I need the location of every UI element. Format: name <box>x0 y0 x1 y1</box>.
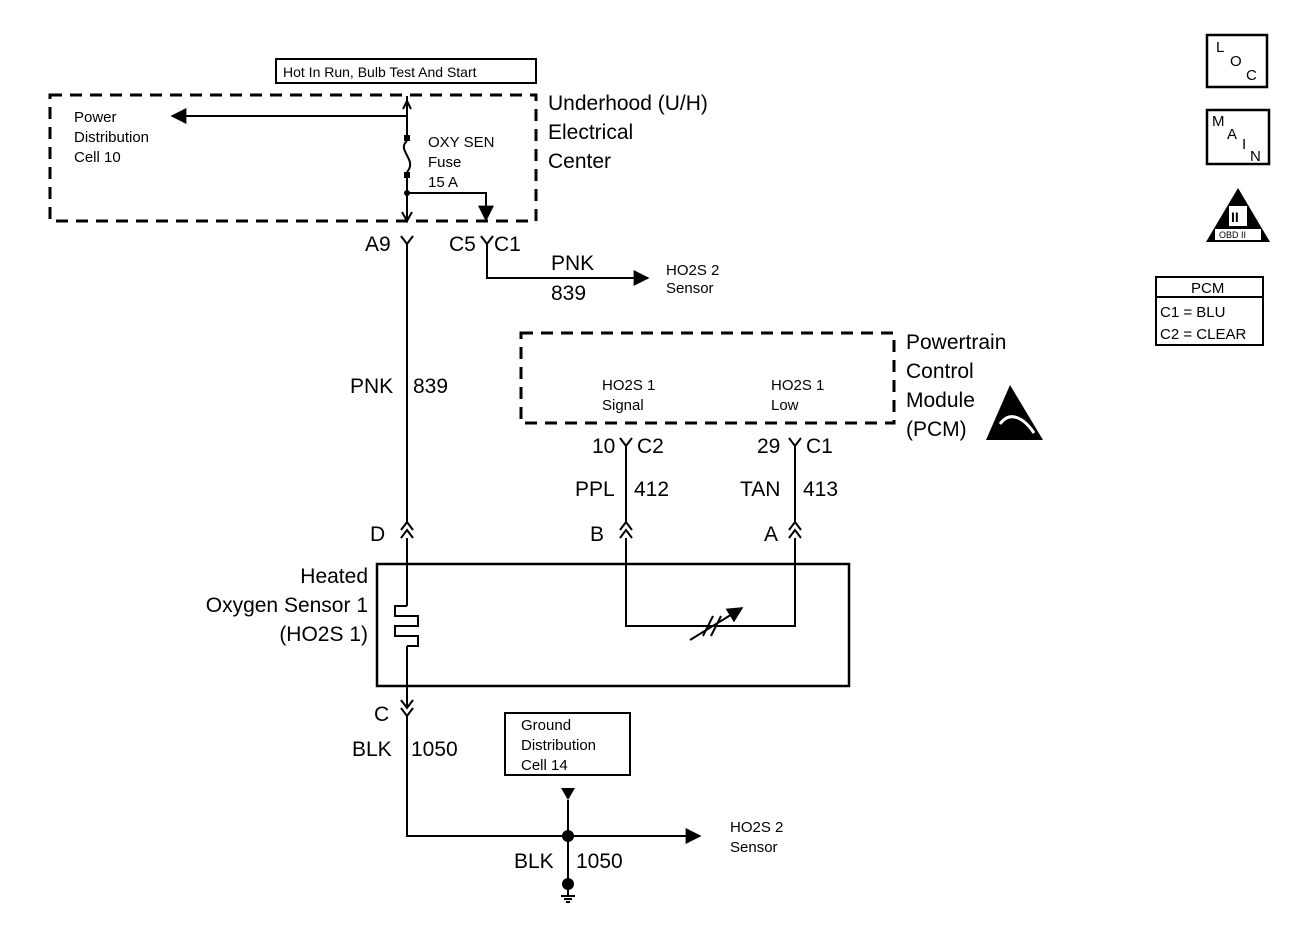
svg-text:II: II <box>1231 209 1239 225</box>
hot-in-run-label: Hot In Run, Bulb Test And Start <box>275 58 537 84</box>
low-wire-tan-413: TAN 413 <box>740 446 838 522</box>
ground-dest-line1: HO2S 2 <box>730 819 783 836</box>
ho2s2-dest-line2: Sensor <box>666 280 714 297</box>
loc-icon: L O C <box>1205 33 1269 89</box>
pcm-signal-line1: HO2S 1 <box>602 377 655 394</box>
svg-text:C: C <box>1246 67 1257 84</box>
heated-oxygen-sensor-1: Heated Oxygen Sensor 1 (HO2S 1) <box>206 538 851 706</box>
svg-text:C1: C1 <box>494 233 521 256</box>
svg-text:29: 29 <box>757 435 780 458</box>
uh-title-line3: Center <box>548 150 611 173</box>
pcm-title-line3: Module <box>906 389 975 412</box>
pdc-label-line3: Cell 10 <box>74 149 121 166</box>
svg-text:N: N <box>1250 148 1261 165</box>
signal-wire-ppl-412: PPL 412 <box>575 446 669 522</box>
svg-text:C1 = BLU: C1 = BLU <box>1160 304 1225 321</box>
svg-text:PNK: PNK <box>551 252 594 275</box>
svg-text:1050: 1050 <box>411 738 458 761</box>
svg-text:839: 839 <box>413 375 448 398</box>
svg-text:C5: C5 <box>449 233 476 256</box>
obd-ii-icon: II OBD II <box>1206 188 1270 242</box>
pdc-label-line2: Distribution <box>74 129 149 146</box>
connector-c5-c1: C5 C1 <box>449 233 521 256</box>
svg-text:C1: C1 <box>806 435 833 458</box>
pcm-low-line2: Low <box>771 397 799 414</box>
fuse-label-line2: Fuse <box>428 154 461 171</box>
pcm-module: Powertrain Control Module (PCM) HO2S 1 S… <box>519 331 1006 441</box>
svg-text:Hot In Run, Bulb Test And Star: Hot In Run, Bulb Test And Start <box>283 64 477 80</box>
fuse-label-line3: 15 A <box>428 174 458 191</box>
svg-text:412: 412 <box>634 478 669 501</box>
svg-text:C: C <box>374 703 389 726</box>
esd-warning-icon <box>986 385 1043 440</box>
sensor-title-line1: Heated <box>300 565 368 588</box>
ho2s2-dest-line1: HO2S 2 <box>666 262 719 279</box>
svg-text:Ground: Ground <box>521 717 571 734</box>
svg-text:839: 839 <box>551 282 586 305</box>
ground-dist-arrow <box>561 788 575 800</box>
svg-text:413: 413 <box>803 478 838 501</box>
ground-wire-blk-1050: BLK 1050 HO2S 2 Sensor <box>352 716 783 856</box>
svg-text:A: A <box>1227 126 1237 143</box>
pcm-signal-line2: Signal <box>602 397 644 414</box>
uh-title-line1: Underhood (U/H) <box>548 92 708 115</box>
pcm-pin-29-c1: 29 C1 <box>757 435 833 458</box>
sensing-element-icon <box>689 607 744 641</box>
ground-symbol-icon <box>561 890 575 903</box>
svg-text:M: M <box>1212 113 1225 130</box>
pcm-title-line1: Powertrain <box>906 331 1006 354</box>
sensor-pin-b: B <box>590 520 633 546</box>
svg-text:PPL: PPL <box>575 478 615 501</box>
fuse-terminal-top <box>404 135 410 141</box>
fuse-label-line1: OXY SEN <box>428 134 494 151</box>
sensor-title-line2: Oxygen Sensor 1 <box>206 594 368 617</box>
svg-text:Distribution: Distribution <box>521 737 596 754</box>
sensor-pin-c: C <box>374 699 414 726</box>
pcm-low-line1: HO2S 1 <box>771 377 824 394</box>
pcm-connector-legend: PCM C1 = BLU C2 = CLEAR <box>1155 276 1264 346</box>
pcm-pin-10-c2: 10 C2 <box>592 435 664 458</box>
svg-text:Cell 14: Cell 14 <box>521 757 568 774</box>
svg-text:1050: 1050 <box>576 850 623 873</box>
svg-text:D: D <box>370 523 385 546</box>
connector-a9: A9 <box>365 233 414 256</box>
svg-text:O: O <box>1230 53 1242 70</box>
fuse-terminal-bottom <box>404 172 410 178</box>
svg-text:BLK: BLK <box>514 850 554 873</box>
sensor-pin-a: A <box>764 520 802 546</box>
svg-text:OBD II: OBD II <box>1219 230 1246 240</box>
svg-text:L: L <box>1216 39 1224 56</box>
main-wire-pnk-839: PNK 839 <box>350 244 448 522</box>
svg-text:A: A <box>764 523 778 546</box>
underhood-electrical-center: Underhood (U/H) Electrical Center Power … <box>48 92 708 224</box>
pcm-title-line4: (PCM) <box>906 418 967 441</box>
heater-element-icon <box>394 605 419 647</box>
svg-text:I: I <box>1242 136 1246 153</box>
svg-text:BLK: BLK <box>352 738 392 761</box>
svg-text:C2 = CLEAR: C2 = CLEAR <box>1160 326 1246 343</box>
c5-branch-wire <box>407 192 494 222</box>
sensor-pin-d: D <box>370 520 414 546</box>
uh-title-line2: Electrical <box>548 121 633 144</box>
pcm-title-line2: Control <box>906 360 974 383</box>
pdc-label-line1: Power <box>74 109 117 126</box>
svg-text:PCM: PCM <box>1191 280 1224 297</box>
svg-text:C2: C2 <box>637 435 664 458</box>
main-icon: M A I N <box>1205 108 1271 166</box>
svg-text:A9: A9 <box>365 233 391 256</box>
svg-text:PNK: PNK <box>350 375 393 398</box>
svg-text:B: B <box>590 523 604 546</box>
ground-distribution-box: Ground Distribution Cell 14 <box>504 712 631 836</box>
svg-text:TAN: TAN <box>740 478 780 501</box>
branch-wire-pnk-839: PNK 839 HO2S 2 Sensor <box>486 244 719 305</box>
ground-dest-line2: Sensor <box>730 839 778 856</box>
sensor-title-line3: (HO2S 1) <box>279 623 368 646</box>
svg-text:10: 10 <box>592 435 615 458</box>
ground-splice: BLK 1050 <box>514 830 623 890</box>
fuse-icon <box>402 140 412 173</box>
